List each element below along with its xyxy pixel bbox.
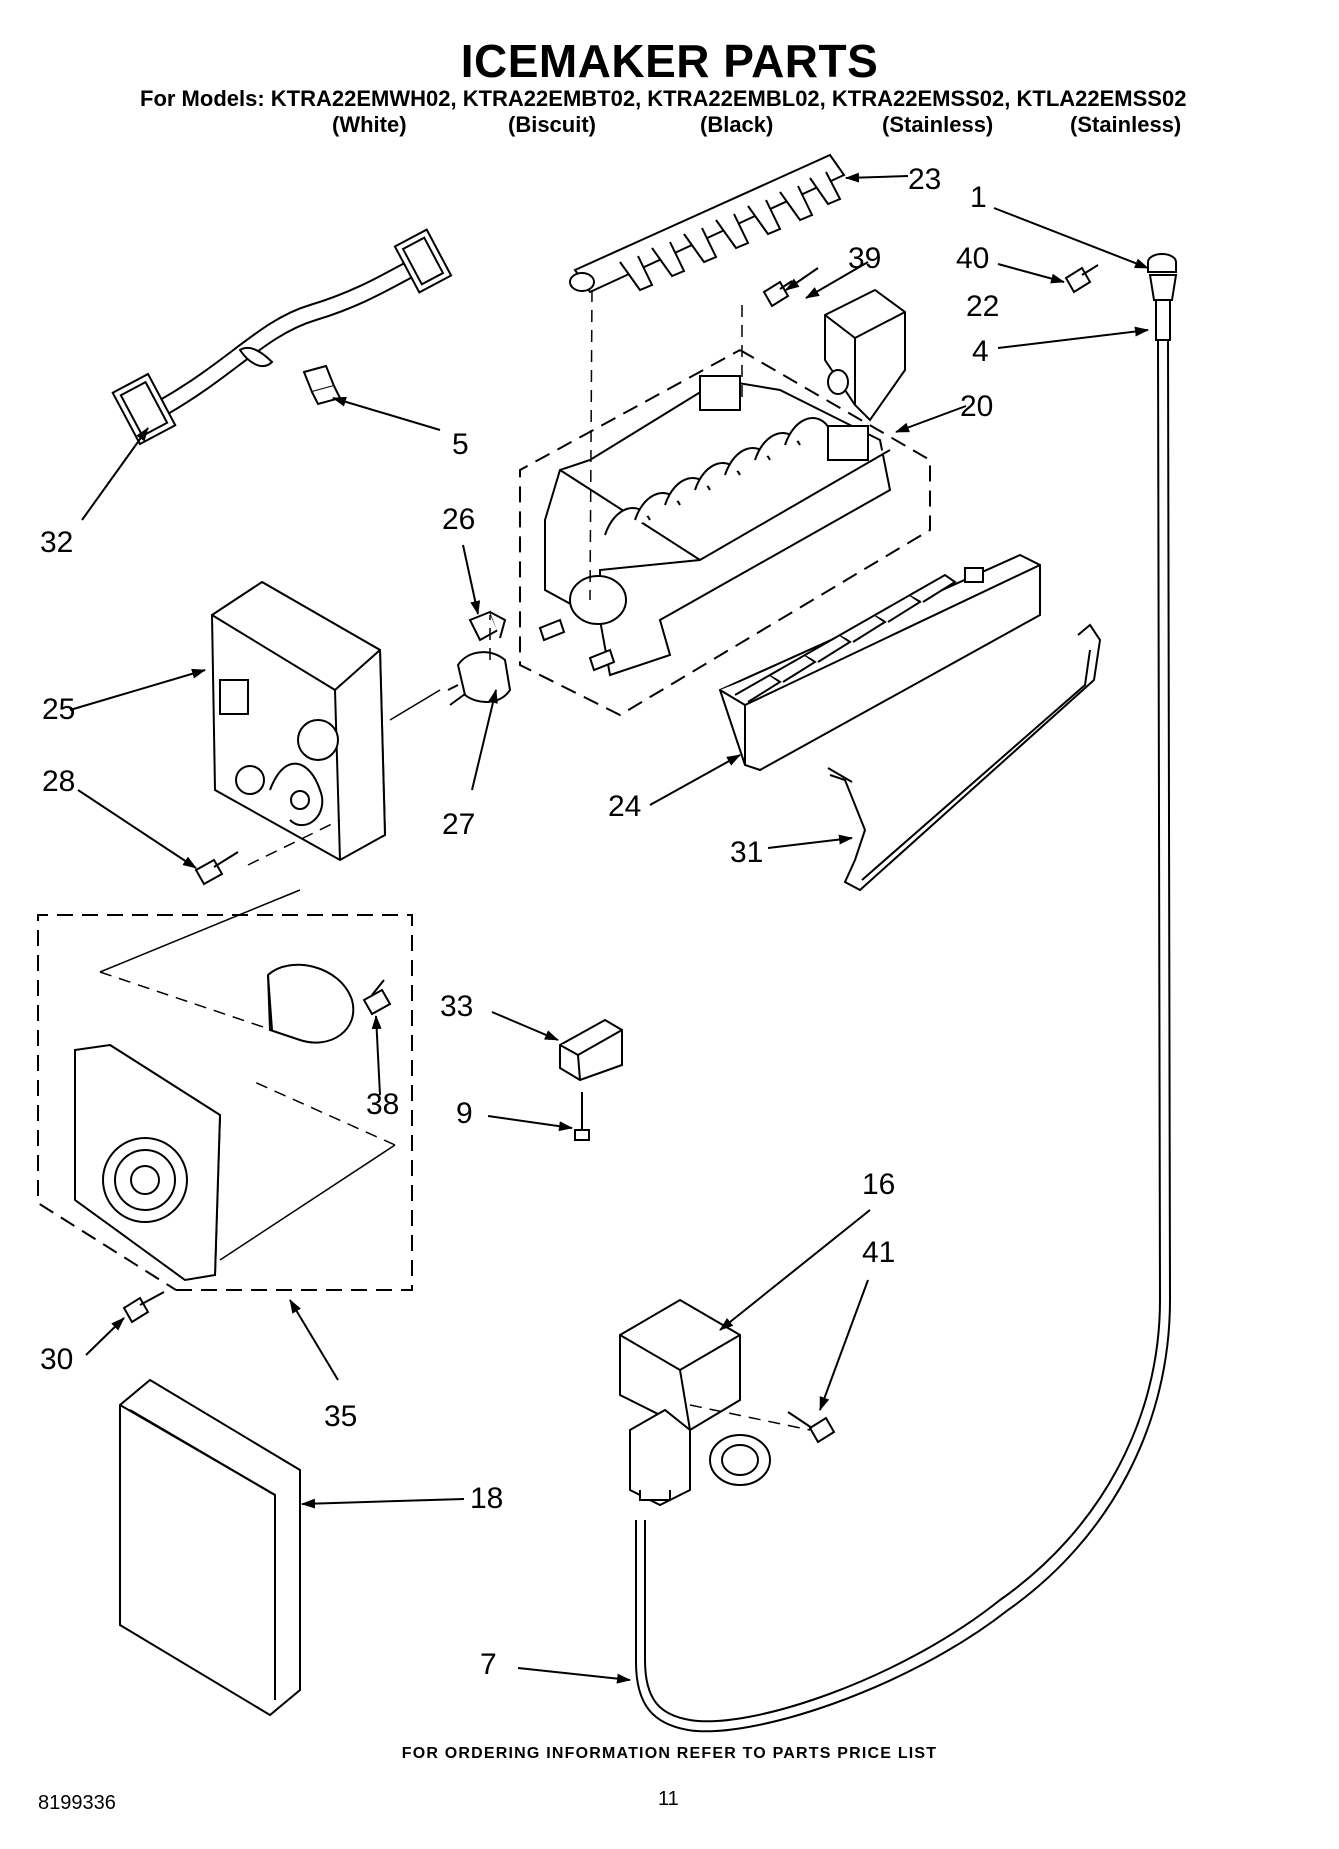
- color-stainless-1: (Stainless): [882, 112, 994, 137]
- page-number: 11: [658, 1788, 679, 1810]
- color-stainless-2: (Stainless): [1070, 112, 1182, 137]
- callout-5: 5: [452, 428, 469, 461]
- insulation-18: [120, 1380, 300, 1715]
- leader-lines: [70, 172, 1149, 1684]
- water-valve-16: [620, 1300, 770, 1505]
- callout-28: 28: [42, 765, 76, 798]
- screw-40: [1066, 265, 1098, 292]
- color-biscuit: (Biscuit): [508, 112, 596, 137]
- housing-25: [212, 582, 385, 860]
- icemaker-body-20: [540, 376, 890, 675]
- models-line: For Models: KTRA22EMWH02, KTRA22EMBT02, …: [140, 86, 1187, 111]
- callout-40: 40: [956, 242, 990, 275]
- callout-38: 38: [366, 1088, 400, 1121]
- water-tube-7: [636, 340, 1170, 1731]
- thermostat-27: [448, 652, 510, 705]
- fill-cup-22: [825, 290, 905, 420]
- callout-33: 33: [440, 990, 474, 1023]
- screw-28: [196, 852, 238, 884]
- tube-fitting-4: [1150, 275, 1176, 340]
- callout-9: 9: [456, 1097, 473, 1130]
- shutoff-arm-31: [828, 625, 1100, 890]
- construction-lines: [100, 690, 440, 1260]
- callout-16: 16: [862, 1168, 896, 1201]
- callout-7: 7: [480, 1648, 497, 1681]
- color-black: (Black): [700, 112, 774, 137]
- motor-module-35: [75, 965, 353, 1280]
- callout-35: 35: [324, 1400, 358, 1433]
- callout-30: 30: [40, 1343, 74, 1376]
- callout-20: 20: [960, 390, 994, 423]
- assembly-group-20: [520, 350, 930, 715]
- callout-32: 32: [40, 526, 74, 559]
- screw-41: [788, 1412, 834, 1442]
- screw-39: [764, 281, 792, 306]
- ordering-note: FOR ORDERING INFORMATION REFER TO PARTS …: [401, 1745, 938, 1762]
- assembly-group-35: [38, 915, 412, 1290]
- screw-9: [575, 1092, 589, 1140]
- wire-harness-32: [113, 230, 451, 444]
- alignment-lines: [100, 290, 810, 1430]
- callout-1: 1: [970, 181, 987, 214]
- callout-26: 26: [442, 503, 476, 536]
- tube-fitting-1: [1148, 254, 1176, 272]
- clip-26: [470, 612, 505, 640]
- callout-23: 23: [908, 163, 942, 196]
- callout-18: 18: [470, 1482, 504, 1515]
- callout-25: 25: [42, 693, 76, 726]
- callout-27: 27: [442, 808, 476, 841]
- callout-39: 39: [848, 242, 882, 275]
- callout-4: 4: [972, 335, 989, 368]
- callout-41: 41: [862, 1236, 896, 1269]
- screw-30: [124, 1292, 164, 1322]
- cover-24: [720, 555, 1040, 770]
- screw-38: [364, 980, 390, 1014]
- callout-22: 22: [966, 290, 1000, 323]
- color-white: (White): [332, 112, 407, 137]
- ejector-23: [570, 155, 844, 292]
- bracket-33: [560, 1020, 622, 1080]
- callout-31: 31: [730, 836, 764, 869]
- callout-24: 24: [608, 790, 642, 823]
- page-title: ICEMAKER PARTS: [460, 35, 879, 87]
- document-number: 8199336: [38, 1792, 116, 1814]
